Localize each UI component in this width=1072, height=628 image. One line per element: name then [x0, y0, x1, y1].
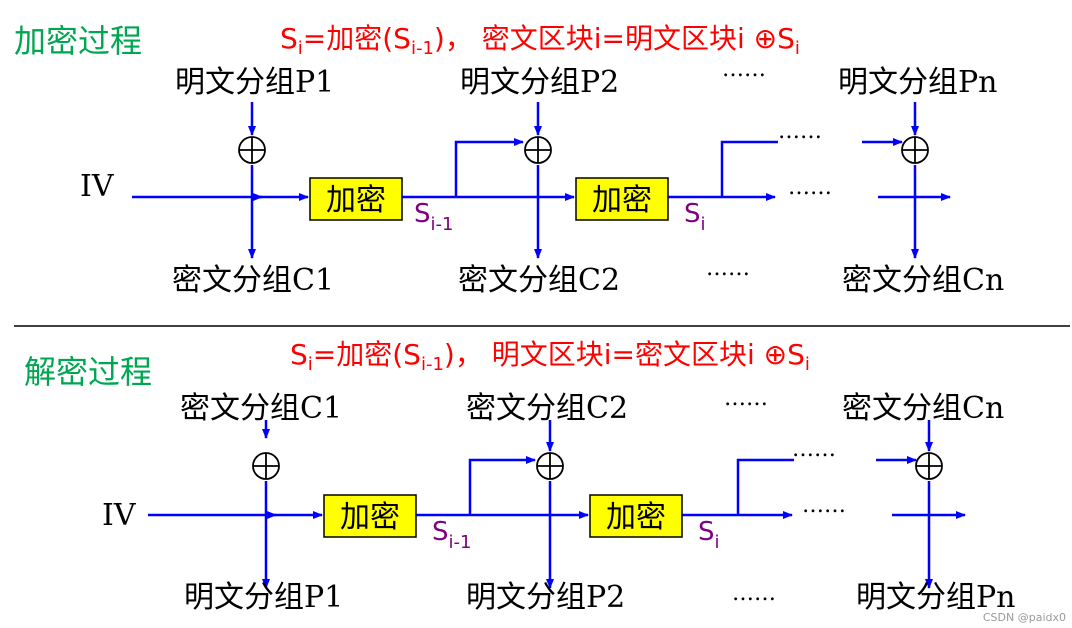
decryption-s-label-1: Si-1 [432, 517, 471, 553]
decryption-middle-dots-1: …… [792, 437, 836, 462]
decryption-input-2: 密文分组C2 [466, 391, 628, 426]
encryption-box-2-label: 加密 [592, 183, 652, 218]
encryption-middle-dots-1: …… [778, 119, 822, 144]
encryption-s-label-2: Si [684, 199, 706, 235]
encryption-middle-dots-2: …… [788, 175, 832, 200]
decryption-box-2-label: 加密 [606, 500, 666, 535]
encryption-s-label-1: Si-1 [414, 199, 453, 235]
encryption-title: 加密过程 [14, 22, 142, 60]
decryption-output-dots: …… [732, 581, 776, 606]
encryption-iv-label: IV [80, 169, 115, 204]
decryption-section: 解密过程 Si=加密(Si-1)， 明文区块i=密文区块i ⊕Si 密文分组C1… [24, 338, 1016, 615]
encryption-arrow-branch-2 [720, 140, 778, 197]
decryption-title: 解密过程 [24, 353, 152, 391]
decryption-arrows [148, 420, 966, 589]
decryption-s-label-2: Si [698, 517, 720, 553]
encryption-box-1: 加密 [309, 177, 403, 221]
encryption-arrows [132, 102, 951, 259]
encryption-output-dots: …… [706, 256, 750, 281]
decryption-output-n: 明文分组Pn [856, 580, 1016, 615]
encryption-input-n: 明文分组Pn [838, 65, 998, 100]
encryption-section: 加密过程 Si=加密(Si-1)， 密文区块i=明文区块i ⊕Si 明文分组P1… [14, 22, 1004, 298]
decryption-output-1: 明文分组P1 [184, 580, 343, 615]
decryption-xor-1 [252, 452, 280, 480]
encryption-xor-2 [524, 136, 552, 164]
encryption-xor-1 [238, 136, 266, 164]
encryption-output-2: 密文分组C2 [458, 263, 620, 298]
decryption-iv-label: IV [102, 498, 137, 533]
decryption-middle-dots-2: …… [802, 493, 846, 518]
encryption-box-1-label: 加密 [326, 183, 386, 218]
decryption-input-n: 密文分组Cn [842, 391, 1004, 426]
encryption-formula: Si=加密(Si-1)， 密文区块i=明文区块i ⊕Si [280, 22, 800, 59]
decryption-xor-2 [536, 452, 564, 480]
encryption-output-1: 密文分组C1 [172, 263, 334, 298]
encryption-box-2: 加密 [575, 177, 669, 221]
decryption-output-2: 明文分组P2 [466, 580, 625, 615]
encryption-xor-n [901, 136, 929, 164]
encryption-arrow-branch-1 [454, 138, 524, 197]
decryption-box-2: 加密 [589, 494, 683, 538]
decryption-input-dots: …… [724, 386, 768, 411]
decryption-formula: Si=加密(Si-1)， 明文区块i=密文区块i ⊕Si [290, 338, 810, 375]
encryption-input-dots: …… [722, 57, 766, 82]
encryption-output-n: 密文分组Cn [842, 263, 1004, 298]
decryption-arrow-branch-1 [468, 456, 536, 515]
decryption-xor-n [915, 452, 943, 480]
decryption-box-1: 加密 [323, 494, 417, 538]
decryption-arrow-branch-2 [736, 458, 794, 515]
encryption-input-2: 明文分组P2 [460, 65, 619, 100]
decryption-input-1: 密文分组C1 [180, 391, 342, 426]
decryption-box-1-label: 加密 [340, 500, 400, 535]
watermark: CSDN @paidx0 [982, 611, 1066, 624]
encryption-input-1: 明文分组P1 [175, 65, 334, 100]
